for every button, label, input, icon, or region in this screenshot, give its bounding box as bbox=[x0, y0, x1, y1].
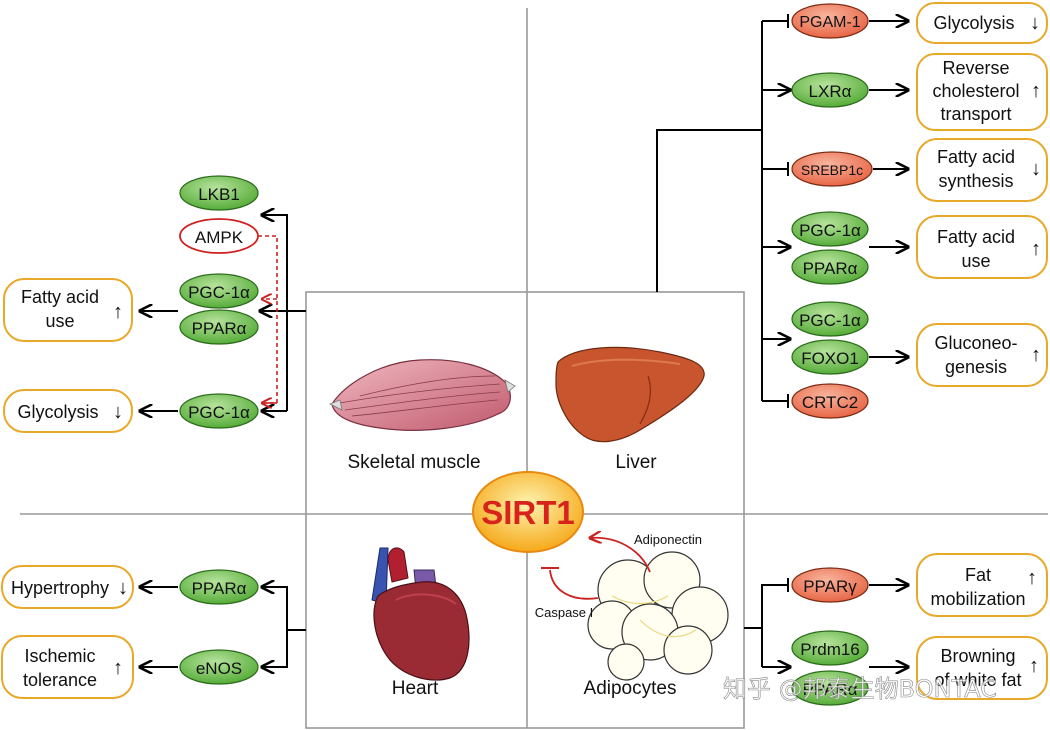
svg-text:Fat: Fat bbox=[965, 565, 991, 585]
svg-text:↑: ↑ bbox=[1027, 567, 1037, 589]
organ-label-heart: Heart bbox=[392, 678, 439, 699]
organ-label-adipocytes: Adipocytes bbox=[584, 678, 677, 699]
svg-text:Browning: Browning bbox=[940, 646, 1015, 666]
heart-illustration bbox=[371, 547, 470, 681]
node-ppar-partial: PPARα bbox=[791, 670, 869, 706]
watermark: 知乎 @邦泰生物BONTAC bbox=[723, 675, 997, 703]
svg-text:Gluconeo-: Gluconeo- bbox=[934, 333, 1017, 353]
svg-text:↑: ↑ bbox=[1031, 344, 1041, 366]
outcome-muscle-glycolysis: Glycolysis ↓ bbox=[3, 389, 133, 433]
svg-text:↑: ↑ bbox=[1031, 80, 1041, 102]
svg-text:↓: ↓ bbox=[1030, 12, 1040, 34]
skeletal-muscle-illustration bbox=[329, 359, 516, 431]
svg-text:Glycolysis: Glycolysis bbox=[17, 402, 98, 422]
outcome-adipose-fat-mobilization: Fat mobilization ↑ bbox=[916, 553, 1048, 617]
svg-text:PGC-1α: PGC-1α bbox=[799, 311, 861, 330]
organ-label-liver: Liver bbox=[615, 452, 657, 473]
svg-text:Hypertrophy: Hypertrophy bbox=[11, 578, 109, 598]
outcome-adipose-browning: Browning of white fat ↑ bbox=[916, 636, 1048, 700]
node-pparg: PPARγ bbox=[791, 567, 869, 603]
svg-text:↑: ↑ bbox=[113, 301, 123, 323]
node-pgam1: PGAM-1 bbox=[791, 3, 869, 39]
node-ppara-liver: PPARα bbox=[791, 249, 869, 285]
node-foxo1: FOXO1 bbox=[791, 339, 869, 375]
outcome-muscle-fatty-acid-use: Fatty acid use ↑ bbox=[3, 278, 133, 342]
svg-text:Prdm16: Prdm16 bbox=[800, 640, 860, 659]
node-ppara-heart: PPARα bbox=[179, 569, 259, 605]
svg-text:tolerance: tolerance bbox=[23, 670, 97, 690]
organ-label-muscle: Skeletal muscle bbox=[347, 452, 480, 473]
sirt1-center: SIRT1 bbox=[472, 471, 584, 553]
svg-text:↓: ↓ bbox=[118, 577, 128, 599]
node-enos: eNOS bbox=[179, 649, 259, 685]
svg-text:LKB1: LKB1 bbox=[198, 185, 240, 204]
svg-text:synthesis: synthesis bbox=[938, 171, 1013, 191]
svg-text:PPARα: PPARα bbox=[803, 680, 858, 699]
svg-text:↑: ↑ bbox=[1031, 238, 1041, 260]
svg-text:Glycolysis: Glycolysis bbox=[933, 13, 1014, 33]
svg-text:PPARγ: PPARγ bbox=[803, 577, 857, 596]
svg-text:Reverse: Reverse bbox=[942, 58, 1009, 78]
svg-text:↓: ↓ bbox=[113, 401, 123, 423]
node-prdm16: Prdm16 bbox=[791, 630, 869, 666]
outcome-heart-ischemic-tolerance: Ischemic tolerance ↑ bbox=[1, 635, 134, 699]
svg-text:PGC-1α: PGC-1α bbox=[188, 283, 250, 302]
svg-text:PPARα: PPARα bbox=[192, 579, 247, 598]
node-srebp1c: SREBP1c bbox=[791, 151, 873, 187]
adipocytes-illustration bbox=[587, 551, 729, 681]
node-pgc1a-muscle-bottom: PGC-1α bbox=[179, 393, 259, 429]
central-box bbox=[305, 291, 745, 729]
node-ppara-muscle: PPARα bbox=[179, 309, 259, 345]
svg-text:of white fat: of white fat bbox=[934, 670, 1021, 690]
svg-text:↑: ↑ bbox=[113, 657, 123, 679]
svg-text:Fatty acid: Fatty acid bbox=[937, 147, 1015, 167]
outcome-liver-glycolysis: Glycolysis ↓ bbox=[916, 2, 1048, 44]
outcome-liver-fatty-acid-synthesis: Fatty acid synthesis ↓ bbox=[916, 138, 1048, 202]
svg-text:PPARα: PPARα bbox=[192, 319, 247, 338]
svg-text:CRTC2: CRTC2 bbox=[802, 393, 858, 412]
svg-text:Fatty acid: Fatty acid bbox=[937, 227, 1015, 247]
node-pgc1a-liver-a: PGC-1α bbox=[791, 211, 869, 247]
svg-text:FOXO1: FOXO1 bbox=[801, 349, 859, 368]
svg-text:Fatty acid: Fatty acid bbox=[21, 287, 99, 307]
node-ampk: AMPK bbox=[179, 218, 259, 254]
node-lkb1: LKB1 bbox=[179, 175, 259, 211]
outcome-liver-gluconeogenesis: Gluconeo- genesis ↑ bbox=[916, 323, 1048, 387]
svg-text:PGC-1α: PGC-1α bbox=[799, 221, 861, 240]
outcome-liver-fatty-acid-use: Fatty acid use ↑ bbox=[916, 215, 1048, 279]
svg-text:cholesterol: cholesterol bbox=[932, 81, 1019, 101]
svg-text:↑: ↑ bbox=[1029, 655, 1039, 677]
svg-text:use: use bbox=[45, 311, 74, 331]
svg-text:Ischemic: Ischemic bbox=[24, 646, 95, 666]
svg-text:eNOS: eNOS bbox=[196, 659, 242, 678]
adipocytes-inner-lines bbox=[611, 595, 697, 638]
outcome-heart-hypertrophy: Hypertrophy ↓ bbox=[1, 565, 134, 609]
svg-text:SREBP1c: SREBP1c bbox=[801, 162, 863, 178]
svg-text:LXRα: LXRα bbox=[809, 82, 852, 101]
svg-text:mobilization: mobilization bbox=[930, 589, 1025, 609]
svg-text:↓: ↓ bbox=[1031, 158, 1041, 180]
svg-text:use: use bbox=[961, 251, 990, 271]
node-pgc1a-muscle-top: PGC-1α bbox=[179, 273, 259, 309]
node-lxra: LXRα bbox=[791, 72, 869, 108]
svg-text:AMPK: AMPK bbox=[195, 228, 244, 247]
node-pgc1a-liver-b: PGC-1α bbox=[791, 301, 869, 337]
label-caspase-i: Caspase I bbox=[535, 605, 594, 620]
svg-text:transport: transport bbox=[940, 104, 1011, 124]
svg-text:PPARα: PPARα bbox=[803, 259, 858, 278]
svg-text:PGC-1α: PGC-1α bbox=[188, 403, 250, 422]
svg-text:genesis: genesis bbox=[945, 357, 1007, 377]
label-adiponectin: Adiponectin bbox=[634, 532, 702, 547]
svg-text:PGAM-1: PGAM-1 bbox=[799, 14, 860, 31]
node-crtc2: CRTC2 bbox=[791, 383, 869, 419]
svg-text:SIRT1: SIRT1 bbox=[481, 494, 575, 531]
liver-illustration bbox=[555, 346, 705, 443]
outcome-liver-reverse-cholesterol-transport: Reverse cholesterol transport ↑ bbox=[916, 53, 1048, 131]
